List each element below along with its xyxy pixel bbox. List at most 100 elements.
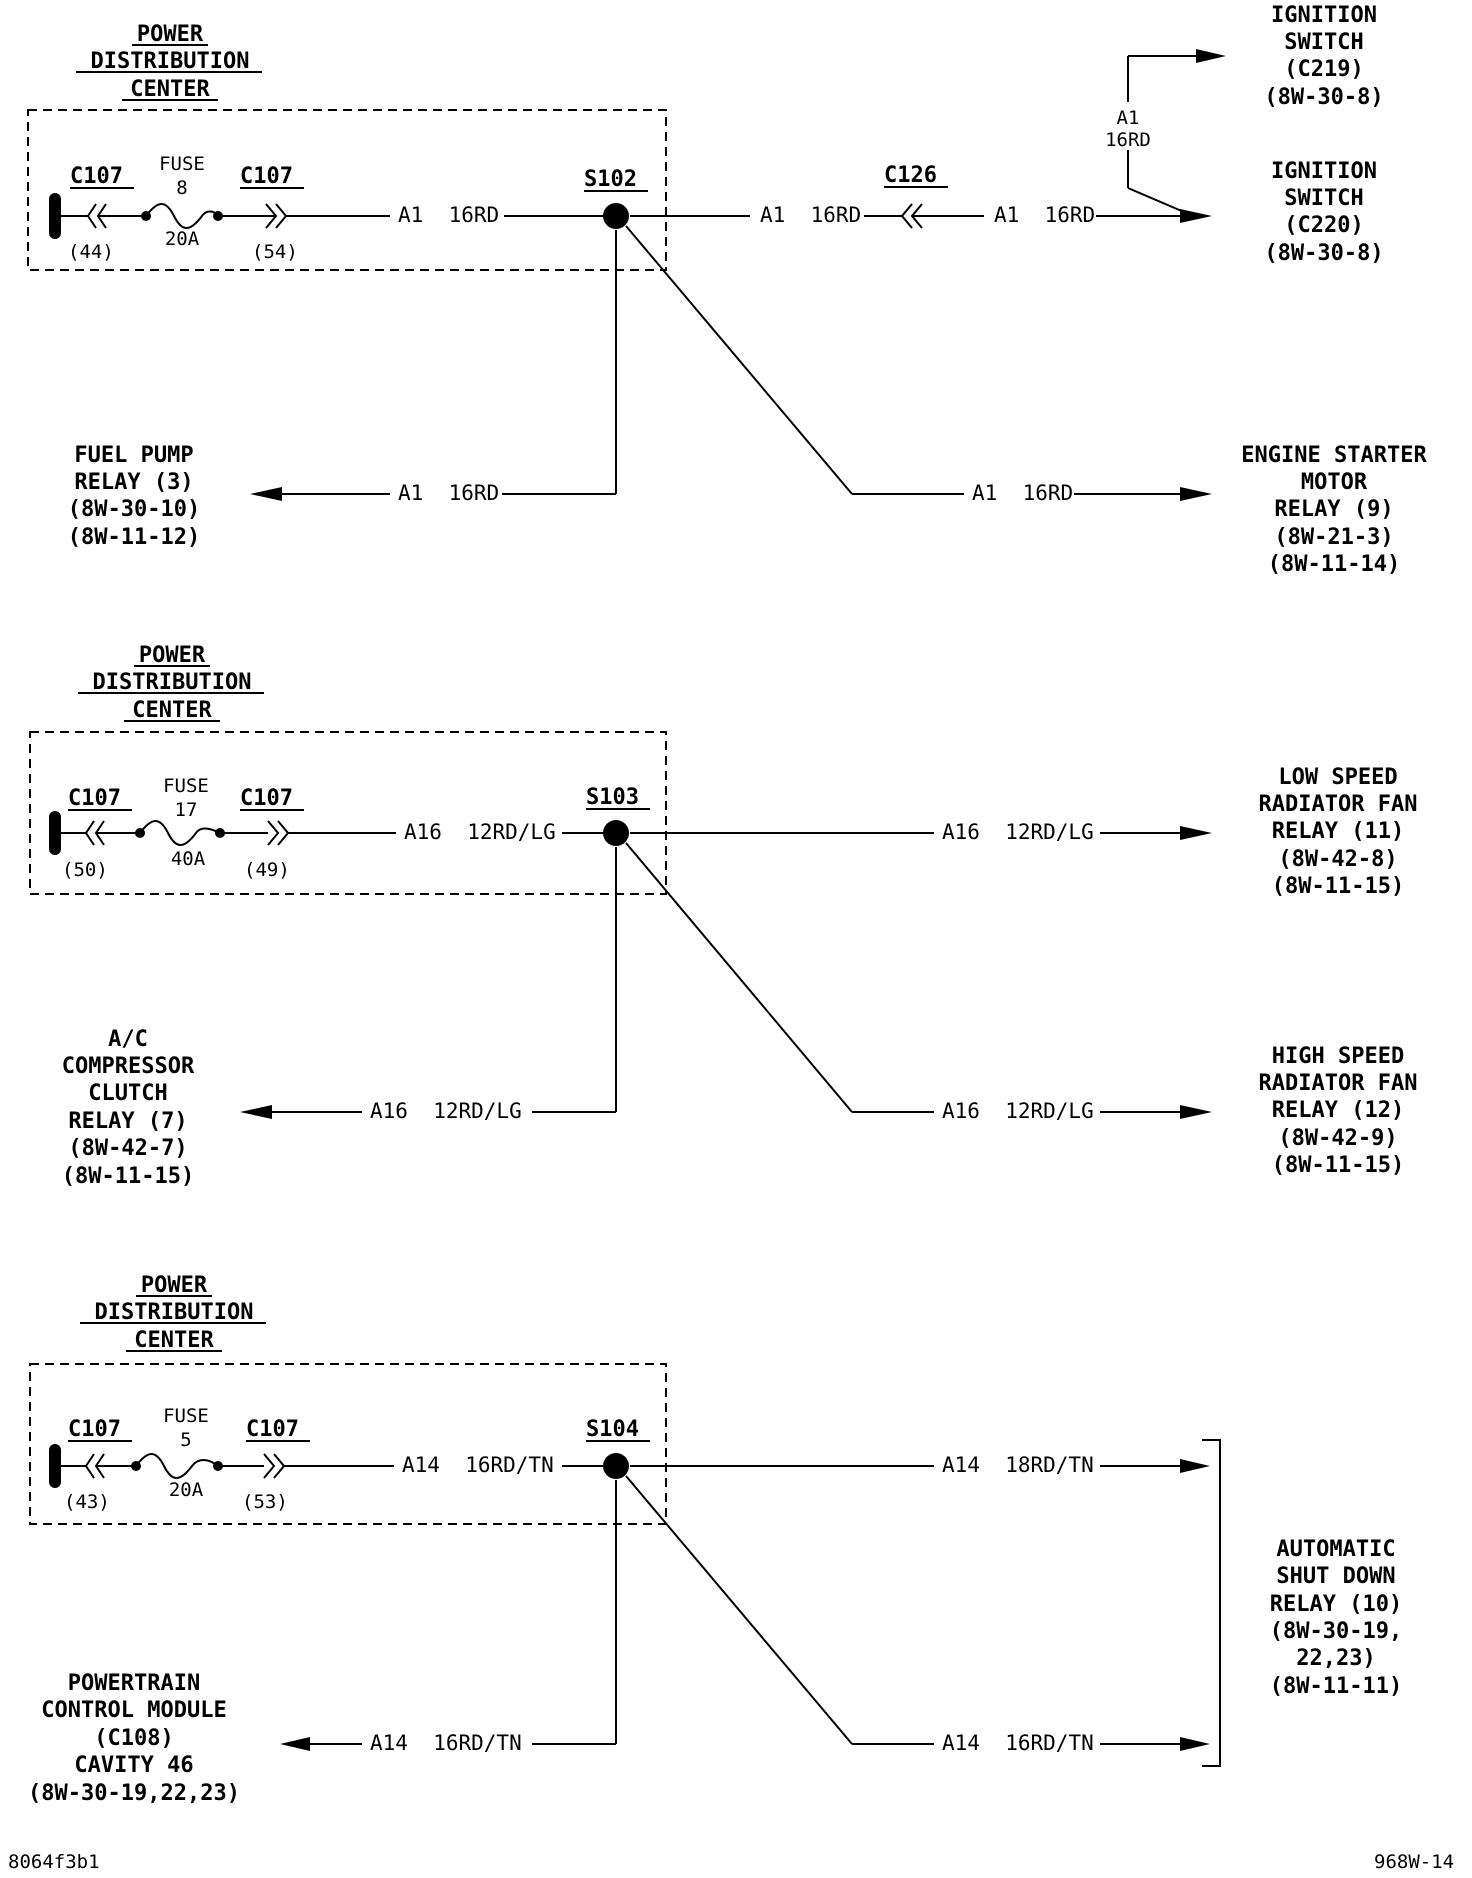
wire-label: A14 16RD/TN	[370, 1731, 522, 1755]
wire-label: A1 16RD	[994, 203, 1095, 227]
footer-left-code: 8064f3b1	[8, 1851, 100, 1873]
wire-label: 16RD	[1105, 129, 1151, 151]
fuse-word: FUSE	[163, 1405, 209, 1427]
ignition-c219-line2: SWITCH	[1284, 30, 1363, 55]
wire	[1127, 187, 1185, 213]
high-speed-line3: RELAY (12)	[1272, 1098, 1404, 1123]
battery-terminal-icon	[49, 1444, 61, 1488]
male-connector-icon	[267, 820, 290, 846]
cavity-in: (44)	[68, 241, 114, 263]
fuse-word: FUSE	[159, 153, 205, 175]
pcm-line3: (C108)	[94, 1726, 173, 1751]
connector-c126: C126	[884, 163, 937, 188]
asd-relay-line6: (8W-11-11)	[1270, 1674, 1402, 1699]
battery-terminal-icon	[49, 811, 61, 855]
arrow-left-icon	[240, 1105, 272, 1119]
wire	[625, 1475, 853, 1745]
connector-c107-out: C107	[246, 1417, 299, 1442]
pcm-line5: (8W-30-19,22,23)	[28, 1781, 240, 1806]
arrow-right-icon	[1180, 1459, 1210, 1473]
pcm-line1: POWERTRAIN	[68, 1671, 200, 1696]
cavity-out: (49)	[244, 859, 290, 881]
wire	[625, 225, 853, 495]
cavity-out: (54)	[252, 241, 298, 263]
fuse-word: FUSE	[163, 775, 209, 797]
wire	[625, 842, 853, 1113]
ac-clutch-line3: CLUTCH	[88, 1081, 167, 1106]
fuel-pump-line4: (8W-11-12)	[68, 525, 200, 550]
fuel-pump-line3: (8W-30-10)	[68, 497, 200, 522]
section-fuse-8: POWER DISTRIBUTION CENTER C107 C107 FUSE…	[27, 3, 1427, 577]
ignition-c219-line4: (8W-30-8)	[1264, 85, 1383, 110]
ac-clutch-line4: RELAY (7)	[68, 1109, 187, 1134]
ignition-c220-line2: SWITCH	[1284, 186, 1363, 211]
splice-label: S104	[586, 1417, 639, 1442]
fuse-rating: 20A	[165, 228, 200, 250]
pdc-title-line1: POWER	[139, 643, 206, 668]
male-connector-icon	[263, 1453, 286, 1479]
ac-clutch-line1: A/C	[108, 1027, 148, 1052]
low-speed-line5: (8W-11-15)	[1272, 874, 1404, 899]
fuse-rating: 40A	[171, 848, 206, 870]
asd-relay-line5: 22,23)	[1296, 1646, 1375, 1671]
ac-clutch-line2: COMPRESSOR	[62, 1054, 195, 1079]
asd-relay-line2: SHUT DOWN	[1276, 1564, 1395, 1589]
starter-line2: MOTOR	[1301, 470, 1368, 495]
splice-label: S102	[584, 167, 637, 192]
fuse-icon	[135, 1453, 219, 1479]
battery-terminal-icon	[49, 193, 61, 239]
starter-line4: (8W-21-3)	[1274, 525, 1393, 550]
ac-clutch-line6: (8W-11-15)	[62, 1164, 194, 1189]
fuel-pump-line1: FUEL PUMP	[74, 443, 193, 468]
fuse-rating: 20A	[169, 1479, 204, 1501]
arrow-left-icon	[250, 487, 282, 501]
starter-line1: ENGINE STARTER	[1241, 443, 1427, 468]
connector-c107-in: C107	[68, 786, 121, 811]
pdc-dashed-box	[29, 731, 667, 895]
splice-node-icon	[603, 1453, 629, 1479]
arrow-right-icon	[1180, 826, 1212, 840]
ignition-c220-line1: IGNITION	[1271, 159, 1377, 184]
wire-label: A14 16RD/TN	[402, 1453, 554, 1477]
ignition-c219-line3: (C219)	[1284, 57, 1363, 82]
pdc-title-line1: POWER	[137, 22, 204, 47]
connector-c107-out: C107	[240, 786, 293, 811]
fuse-icon	[145, 203, 219, 229]
high-speed-line2: RADIATOR FAN	[1259, 1071, 1418, 1096]
fuel-pump-line2: RELAY (3)	[74, 470, 193, 495]
low-speed-line2: RADIATOR FAN	[1259, 792, 1418, 817]
arrow-right-icon	[1180, 487, 1212, 501]
wire-label: A1 16RD	[760, 203, 861, 227]
section-fuse-5: POWER DISTRIBUTION CENTER C107 C107 FUSE…	[28, 1273, 1402, 1806]
high-speed-line5: (8W-11-15)	[1272, 1153, 1404, 1178]
ac-clutch-line5: (8W-42-7)	[68, 1136, 187, 1161]
bracket	[1202, 1439, 1221, 1767]
starter-line5: (8W-11-14)	[1268, 552, 1400, 577]
pdc-title-line1: POWER	[141, 1273, 208, 1298]
cavity-in: (50)	[62, 859, 108, 881]
splice-label: S103	[586, 785, 639, 810]
pdc-title-line2: DISTRIBUTION	[91, 49, 250, 74]
pcm-line2: CONTROL MODULE	[41, 1698, 226, 1723]
pdc-dashed-box	[29, 1363, 667, 1525]
splice-node-icon	[603, 820, 629, 846]
fuse-icon	[139, 820, 221, 846]
high-speed-line4: (8W-42-9)	[1278, 1126, 1397, 1151]
arrow-left-icon	[280, 1737, 310, 1751]
pdc-dashed-box	[27, 109, 667, 271]
arrow-right-icon	[1180, 1737, 1210, 1751]
asd-relay-line1: AUTOMATIC	[1276, 1537, 1395, 1562]
footer-right-code: 968W-14	[1374, 1851, 1454, 1873]
pdc-title-line3: CENTER	[132, 698, 212, 723]
wire-label: A14 18RD/TN	[942, 1453, 1094, 1477]
pcm-line4: CAVITY 46	[74, 1753, 193, 1778]
wire-label: A16 12RD/LG	[942, 1099, 1094, 1123]
wire-label: A16 12RD/LG	[370, 1099, 522, 1123]
wire-label: A16 12RD/LG	[942, 820, 1094, 844]
wire-label: A16 12RD/LG	[404, 820, 556, 844]
connector-c107-in: C107	[68, 1417, 121, 1442]
pdc-title-line2: DISTRIBUTION	[93, 670, 252, 695]
starter-line3: RELAY (9)	[1274, 497, 1393, 522]
wire-label: A1 16RD	[972, 481, 1073, 505]
